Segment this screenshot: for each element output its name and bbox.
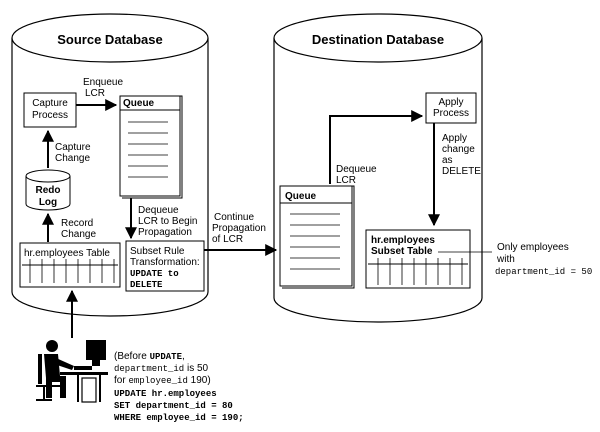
before-update-note: (Before UPDATE, department_id is 50 for … [114,351,211,386]
capture-process-box: Capture Process [23,92,77,128]
svg-text:Change: Change [61,229,96,240]
svg-text:Redo: Redo [36,185,61,196]
svg-text:DELETE: DELETE [130,280,163,290]
svg-text:Propagation: Propagation [212,223,266,234]
svg-text:Change: Change [55,153,90,164]
svg-text:WHERE employee_id = 190;: WHERE employee_id = 190; [114,413,244,423]
destination-database-cylinder: Destination Database [273,13,483,323]
capture-change-label: Capture [55,142,91,153]
svg-text:Process: Process [32,110,68,121]
svg-text:LCR to Begin: LCR to Begin [138,216,197,227]
enqueue-label: Enqueue [83,77,123,88]
svg-text:Transformation:: Transformation: [130,257,200,268]
svg-text:UPDATE hr.employees: UPDATE hr.employees [114,389,217,399]
only-employees-annotation: Only employees [497,242,569,253]
dest-dequeue-label: Dequeue [336,164,377,175]
dest-dequeue-arrow [329,110,424,184]
subset-rule-box: Subset Rule Transformation: UPDATE to DE… [125,240,205,292]
source-database-title: Source Database [57,32,163,47]
svg-text:Process: Process [433,108,469,119]
svg-text:department_id is 50: department_id is 50 [114,363,209,374]
svg-text:of LCR: of LCR [212,234,243,245]
svg-text:Log: Log [39,197,57,208]
svg-text:Subset Table: Subset Table [371,246,433,257]
user-at-computer-icon [36,340,108,403]
destination-queue-document: Queue [279,185,355,289]
source-queue-document: Queue [119,95,183,199]
continue-propagation-label: Continue [214,212,254,223]
svg-text:LCR: LCR [336,175,356,186]
source-queue-label: Queue [123,98,155,109]
svg-text:as: as [442,155,453,166]
svg-text:SET department_id = 80: SET department_id = 80 [114,401,233,411]
record-change-label: Record [61,218,93,229]
svg-text:for employee_id 190): for employee_id 190) [114,375,211,386]
apply-process-box: Apply Process [425,92,477,124]
svg-text:change: change [442,144,475,155]
source-dequeue-label: Dequeue [138,205,179,216]
employees-table: hr.employees Table [19,242,121,288]
destination-queue-label: Queue [285,191,317,202]
svg-text:LCR: LCR [85,88,105,99]
redo-log-cylinder: Redo Log [25,169,71,211]
destination-database-title: Destination Database [312,32,444,47]
svg-text:with: with [496,254,515,265]
subset-employees-table: hr.employees Subset Table [365,229,471,289]
svg-text:Propagation: Propagation [138,227,192,238]
svg-text:(Before UPDATE,: (Before UPDATE, [114,351,185,362]
apply-change-label: Apply [442,133,467,144]
svg-text:Subset Rule: Subset Rule [130,246,185,257]
svg-text:Apply: Apply [438,97,463,108]
source-database-cylinder: Source Database [11,13,209,317]
svg-text:hr.employees: hr.employees [371,235,435,246]
sql-update-statement: UPDATE hr.employees SET department_id = … [114,389,244,423]
svg-text:DELETE: DELETE [442,166,481,177]
employees-table-label: hr.employees Table [24,248,110,259]
svg-text:department_id = 50: department_id = 50 [495,267,592,277]
svg-text:Capture: Capture [32,98,68,109]
svg-text:UPDATE to: UPDATE to [130,269,179,279]
